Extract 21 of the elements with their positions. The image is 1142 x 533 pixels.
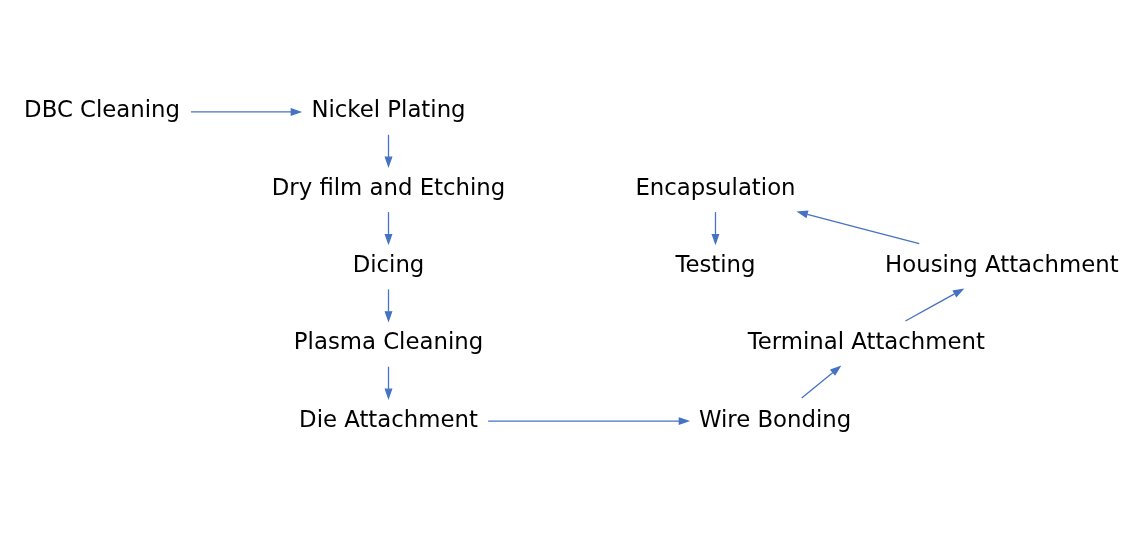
node-text: Dry film and Etching [271, 173, 506, 200]
node-text: Testing [675, 251, 756, 278]
node-text: Plasma Cleaning [293, 328, 484, 355]
node-text: Dicing [352, 251, 425, 278]
node-text: Housing Attachment [885, 251, 1119, 278]
node-text: Terminal Attachment [747, 328, 985, 355]
node-text: Wire Bonding [698, 405, 852, 432]
arrow [801, 365, 842, 399]
node-text: Encapsulation [635, 173, 796, 200]
arrow [487, 417, 691, 426]
arrow [384, 288, 393, 323]
arrow [904, 288, 965, 322]
arrow [711, 211, 720, 246]
arrow [796, 210, 920, 245]
node-text: DBC Cleaning [24, 96, 181, 123]
arrow [384, 366, 393, 400]
arrow [384, 211, 393, 246]
node-text: Nickel Plating [311, 96, 466, 123]
node-text: Die Attachment [299, 405, 478, 432]
arrow [190, 107, 303, 116]
arrow [384, 134, 393, 168]
